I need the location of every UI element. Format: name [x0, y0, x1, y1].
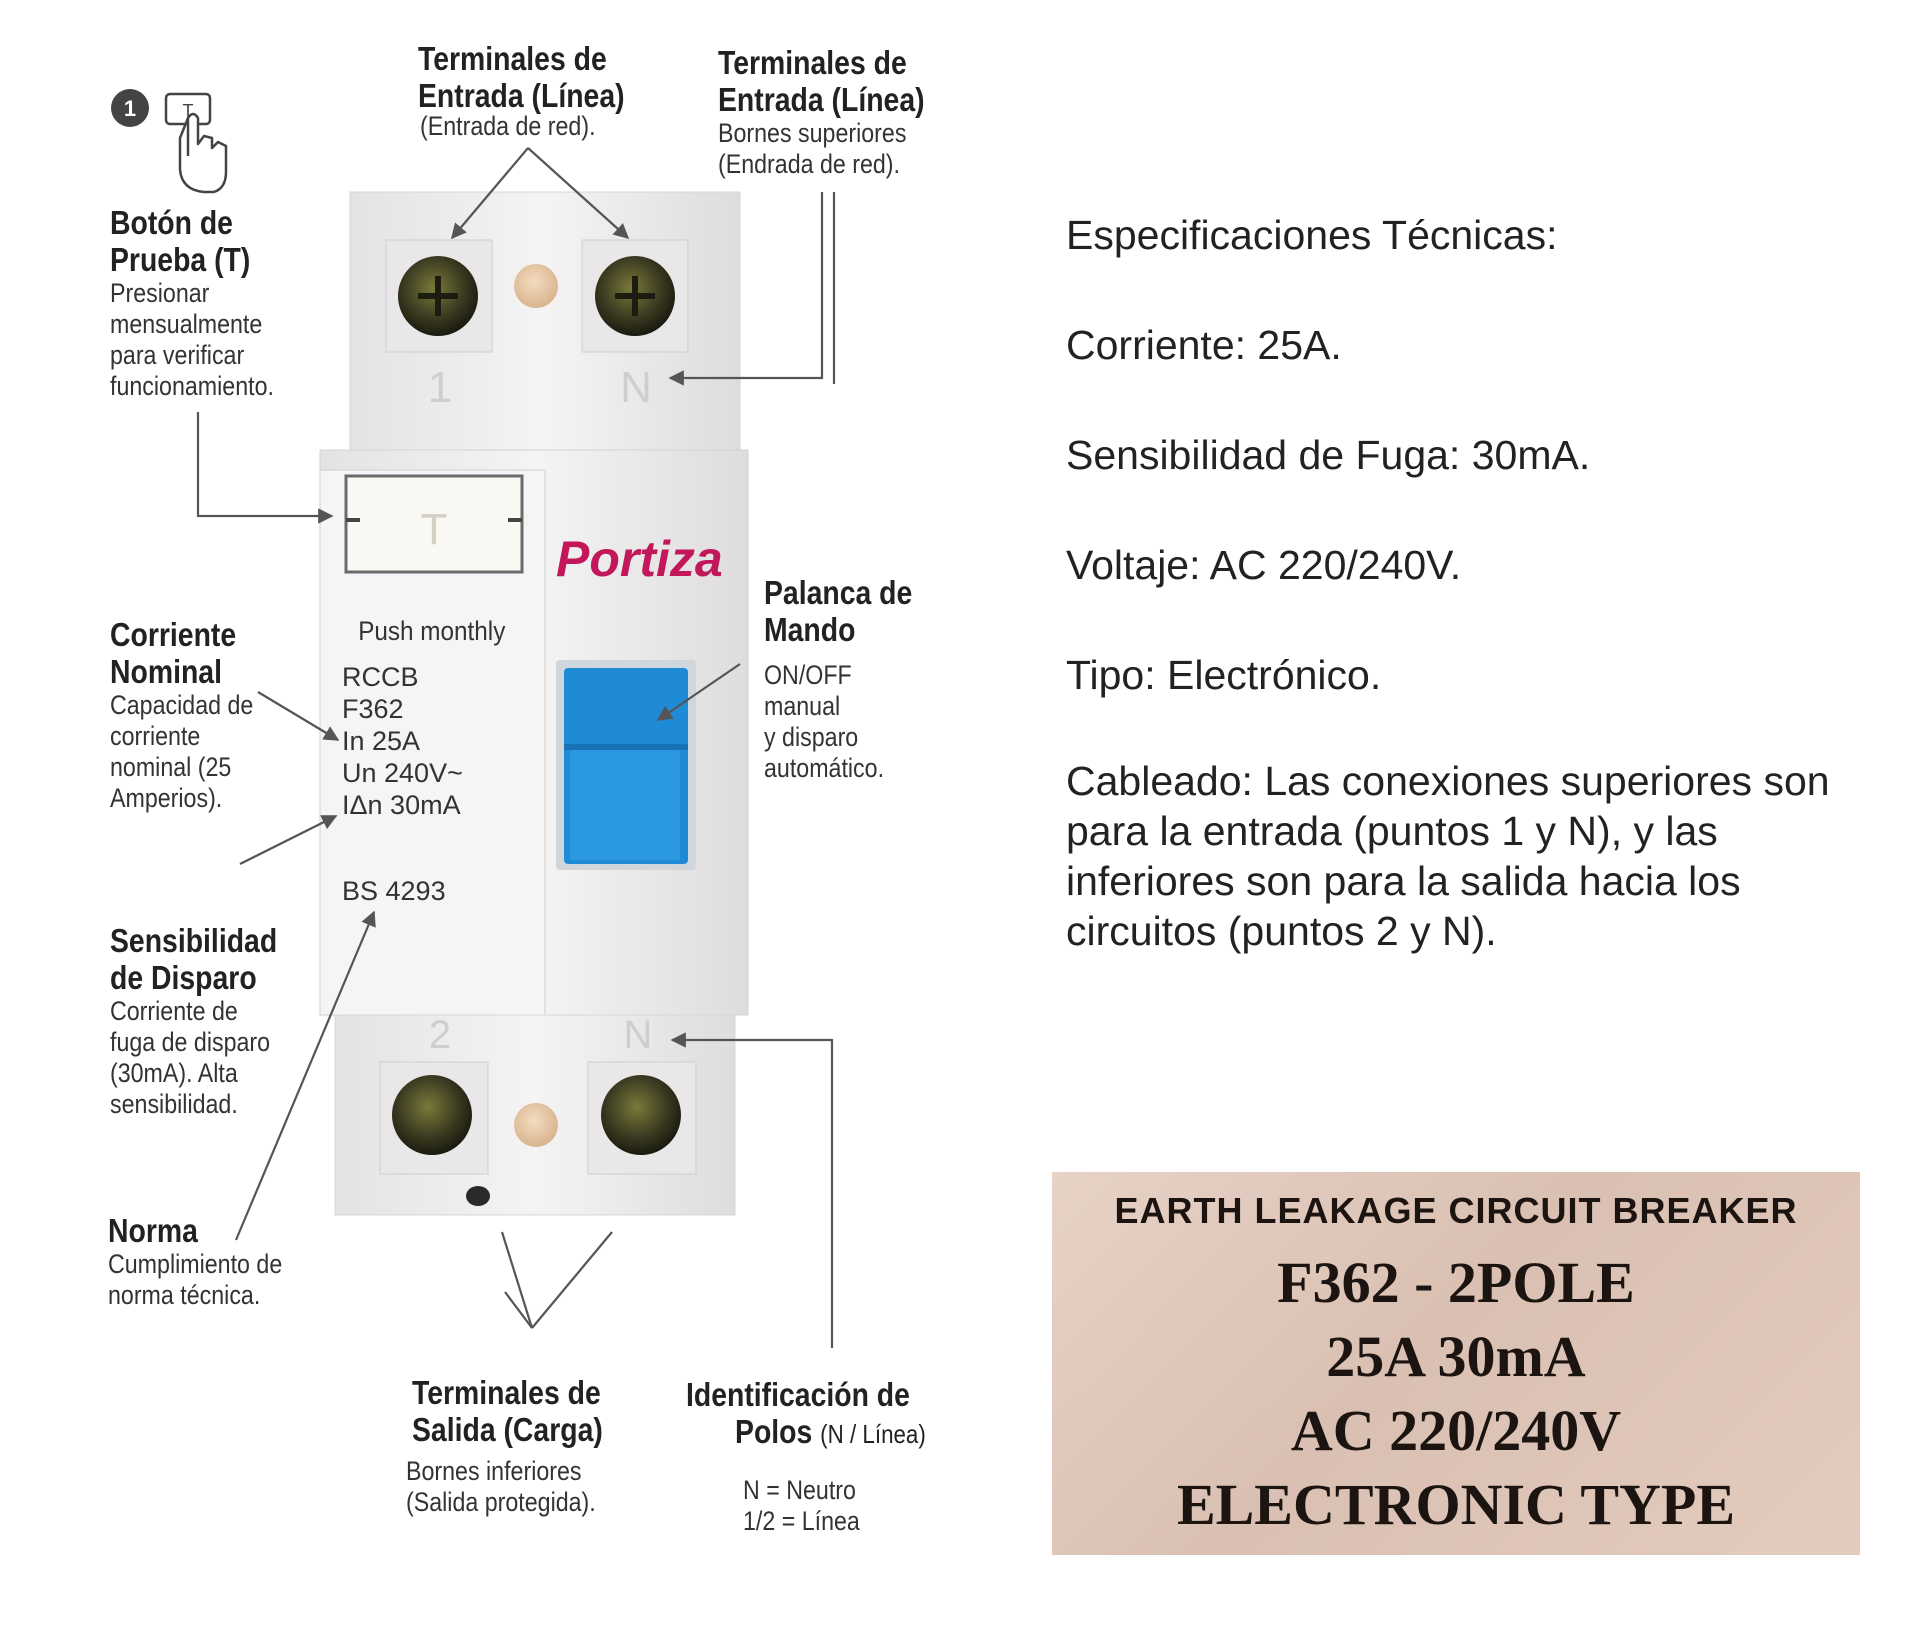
screw-bottom-right[interactable] [601, 1075, 681, 1155]
callout-desc: (30mA). Alta [110, 1058, 238, 1088]
trip-current-text: IΔn 30mA [342, 790, 461, 820]
callout-desc: Bornes superiores [718, 118, 907, 148]
model-text: F362 [342, 694, 404, 724]
spec-voltage: Voltaje: AC 220/240V. [1066, 542, 1462, 588]
callout-arrows [196, 147, 836, 1348]
callout-title: Entrada (Línea) [718, 81, 925, 118]
test-button-label: T [421, 505, 448, 554]
callout-title: de Disparo [110, 959, 257, 996]
device-text: 1 T 1 N T Portiza Push monthly RCCB F362… [124, 96, 723, 1057]
callout-desc: 1/2 = Línea [743, 1506, 860, 1536]
callout-desc: (Salida protegida). [406, 1487, 596, 1517]
callout-title: Terminales de [418, 40, 607, 77]
plaque-line: 25A 30mA [1326, 1324, 1586, 1389]
hand-pointer-icon [178, 112, 228, 194]
plaque-line: ELECTRONIC TYPE [1176, 1472, 1736, 1537]
callout-desc: ON/OFF [764, 660, 852, 690]
plaque-line: AC 220/240V [1290, 1398, 1622, 1463]
callout-desc: norma técnica. [108, 1280, 261, 1310]
callout-desc: funcionamiento. [110, 371, 274, 401]
callout-title: Polos [735, 1413, 813, 1450]
spec-wiring-line: para la entrada (puntos 1 y N), y las [1066, 808, 1718, 854]
rated-current-text: In 25A [342, 726, 420, 756]
terminal-label-n-top: N [620, 363, 652, 412]
callout-title: Identificación de [686, 1376, 910, 1413]
test-hole-bottom [514, 1103, 558, 1147]
plaque-heading: EARTH LEAKAGE CIRCUIT BREAKER [1114, 1190, 1798, 1231]
spec-wiring-line: circuitos (puntos 2 y N). [1066, 908, 1497, 954]
screw-bottom-left[interactable] [392, 1075, 472, 1155]
callout-desc: (Entrada de red). [420, 111, 596, 141]
callout-title: Entrada (Línea) [418, 77, 625, 114]
terminal-label-1: 1 [428, 363, 452, 412]
callout-title: Botón de [110, 204, 233, 241]
callout-desc: automático. [764, 753, 885, 783]
callout-title: Salida (Carga) [412, 1411, 603, 1448]
callout-title: Norma [108, 1212, 198, 1249]
callout-desc: (Endrada de red). [718, 149, 900, 179]
callout-title: Terminales de [412, 1374, 601, 1411]
spec-sensitivity: Sensibilidad de Fuga: 30mA. [1066, 432, 1591, 478]
callout-title: Palanca de [764, 574, 913, 611]
specs-panel: Especificaciones Técnicas: Corriente: 25… [1066, 210, 1896, 956]
rated-voltage-text: Un 240V~ [342, 758, 463, 788]
callout-desc: nominal (25 [110, 752, 232, 782]
spec-type: Tipo: Electrónico. [1066, 652, 1382, 698]
callout-desc: Corriente de [110, 996, 238, 1026]
step-badge [111, 89, 149, 127]
test-button[interactable] [344, 474, 524, 574]
brand-logo: Portiza [556, 531, 723, 587]
callout-desc: Presionar [110, 278, 210, 308]
callout-title: Mando [764, 611, 856, 648]
callout-desc: Amperios). [110, 783, 223, 813]
rating-label-plaque: EARTH LEAKAGE CIRCUIT BREAKER F362 - 2PO… [1052, 1172, 1860, 1555]
callout-desc: Cumplimiento de [108, 1249, 283, 1279]
standard-text: BS 4293 [342, 876, 446, 906]
spec-current: Corriente: 25A. [1066, 322, 1342, 368]
callout-desc: mensualmente [110, 309, 263, 339]
callout-desc: sensibilidad. [110, 1089, 238, 1119]
callout-title-suffix: (N / Línea) [820, 1419, 926, 1449]
callout-desc: fuga de disparo [110, 1027, 271, 1057]
callout-title: Nominal [110, 653, 222, 690]
spec-wiring-line: Cableado: Las conexiones superiores son [1066, 758, 1830, 804]
spec-wiring-line: inferiores son para la salida hacia los [1066, 858, 1741, 904]
push-monthly-text: Push monthly [358, 617, 505, 646]
step-icon-letter: T [183, 101, 194, 121]
terminal-label-n-bottom: N [624, 1013, 653, 1057]
callout-desc: y disparo [764, 722, 859, 752]
callout-desc: N = Neutro [743, 1475, 856, 1505]
callout-title: Corriente [110, 616, 237, 653]
terminal-label-2: 2 [429, 1013, 451, 1057]
top-terminal-block [349, 191, 741, 451]
callout-desc: manual [764, 691, 841, 721]
callout-title: Terminales de [718, 44, 907, 81]
spec-wiring: Cableado: Las conexiones superiores son … [1066, 756, 1896, 956]
plaque-line: F362 - 2POLE [1277, 1250, 1635, 1315]
specs-heading: Especificaciones Técnicas: [1066, 212, 1558, 258]
callout-desc: para verificar [110, 340, 245, 370]
callout-desc: corriente [110, 721, 201, 751]
step-indicator [111, 89, 228, 194]
callout-desc: Capacidad de [110, 690, 254, 720]
callout-title: Sensibilidad [110, 922, 278, 959]
test-hole-top [514, 264, 558, 308]
callout-title: Prueba (T) [110, 241, 251, 278]
breaker-body [319, 449, 749, 1016]
callout-desc: Bornes inferiores [406, 1456, 582, 1486]
step-number: 1 [124, 96, 136, 121]
bottom-terminal-block [334, 1014, 736, 1216]
rccb-text: RCCB [342, 662, 419, 692]
